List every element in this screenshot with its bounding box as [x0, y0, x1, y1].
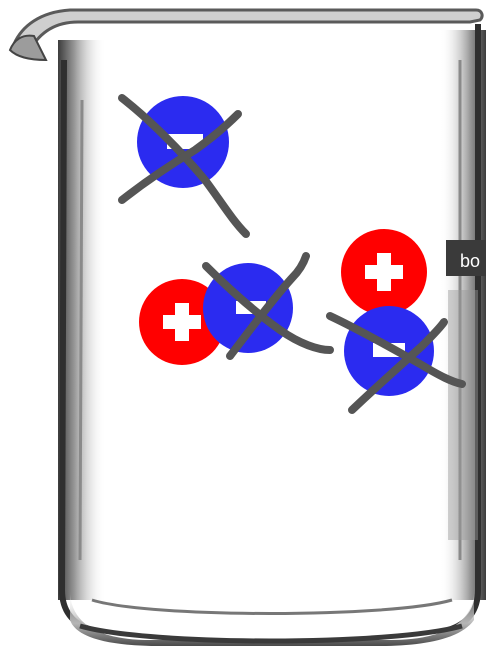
beaker-label-badge — [446, 240, 486, 276]
beaker-spout — [8, 34, 48, 62]
anion-particle — [326, 306, 466, 414]
beaker-base — [70, 590, 474, 646]
beaker: bo — [8, 8, 486, 646]
beaker-base-bottom — [79, 623, 463, 644]
beaker-left-wall-inner — [78, 99, 84, 561]
anion-particle — [118, 94, 250, 238]
beaker-label-text: bo — [460, 251, 480, 271]
particles — [118, 94, 466, 414]
beaker-label-fineprint — [448, 290, 478, 540]
beaker-label: bo — [446, 240, 486, 540]
cation-particle — [139, 279, 225, 365]
plus-sign-vertical — [175, 303, 189, 341]
cross-out-mark — [118, 94, 250, 238]
cross-out-mark — [202, 252, 334, 360]
beaker-rim — [11, 8, 484, 52]
beaker-base-line — [91, 598, 453, 615]
anion-particle — [202, 252, 334, 360]
cross-out-mark — [326, 312, 466, 414]
cation-particle — [341, 229, 427, 315]
plus-sign-vertical — [377, 253, 391, 291]
